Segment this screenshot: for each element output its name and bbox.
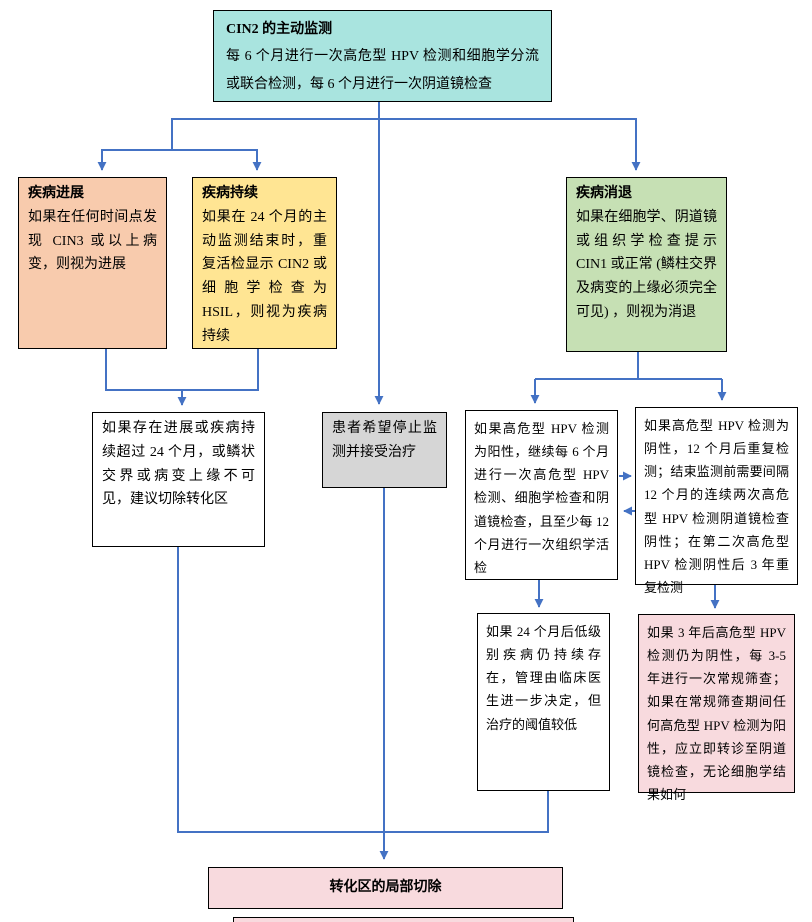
node-title: 转化区的局部切除 <box>329 880 442 896</box>
node-body: 如果 3 年后高危型 HPV 检测仍为阴性，每 3-5 年进行一次常规筛查；如果… <box>647 625 786 802</box>
node-disease-regression: 疾病消退 如果在细胞学、阴道镜或组织学检查提示 CIN1 或正常 (鳞柱交界及病… <box>566 177 727 352</box>
node-body: 如果高危型 HPV 检测为阴性，12 个月后重复检测；结束监测前需要间隔 12 … <box>644 418 789 595</box>
node-disease-persistence: 疾病持续 如果在 24 个月的主动监测结束时，重复活检显示 CIN2 或细胞学检… <box>192 177 337 349</box>
node-title: CIN2 的主动监测 <box>226 22 333 37</box>
node-title: 疾病消退 <box>576 186 632 201</box>
node-body: 如果存在进展或疾病持续超过 24 个月，或鳞状交界或病变上缘不可见，建议切除转化… <box>102 421 255 508</box>
node-body: 如果在 24 个月的主动监测结束时，重复活检显示 CIN2 或细胞学检查为 HS… <box>202 209 327 344</box>
node-body: 患者希望停止监测并接受治疗 <box>332 421 437 460</box>
node-body: 如果在任何时间点发现 CIN3 或以上病变，则视为进展 <box>28 209 157 273</box>
node-body: 如果高危型 HPV 检测为阳性，继续每 6 个月进行一次高危型 HPV 检测、细… <box>474 421 609 575</box>
node-hpv-negative-pathway: 如果高危型 HPV 检测为阴性，12 个月后重复检测；结束监测前需要间隔 12 … <box>635 407 798 595</box>
node-routine-screening: 如果 3 年后高危型 HPV 检测仍为阴性，每 3-5 年进行一次常规筛查；如果… <box>638 614 795 802</box>
node-excision-advice: 如果存在进展或疾病持续超过 24 个月，或鳞状交界或病变上缘不可见，建议切除转化… <box>92 412 265 547</box>
node-hpv-positive-pathway: 如果高危型 HPV 检测为阳性，继续每 6 个月进行一次高危型 HPV 检测、细… <box>465 410 618 580</box>
node-body: 每 6 个月进行一次高危型 HPV 检测和细胞学分流或联合检测，每 6 个月进行… <box>226 49 539 92</box>
node-disease-progression: 疾病进展 如果在任何时间点发现 CIN3 或以上病变，则视为进展 <box>18 177 167 349</box>
node-partial-cutoff-box <box>233 917 574 922</box>
node-stop-monitoring-treat: 患者希望停止监测并接受治疗 <box>322 412 447 488</box>
node-body: 如果 24 个月后低级别疾病仍持续存在，管理由临床医生进一步决定，但治疗的阈值较… <box>486 624 601 732</box>
node-low-grade-persistence: 如果 24 个月后低级别疾病仍持续存在，管理由临床医生进一步决定，但治疗的阈值较… <box>477 613 610 791</box>
node-title: 疾病持续 <box>202 186 258 201</box>
node-cin2-active-surveillance: CIN2 的主动监测 每 6 个月进行一次高危型 HPV 检测和细胞学分流或联合… <box>213 10 552 102</box>
node-final-excision: 转化区的局部切除 <box>208 867 563 909</box>
node-title: 疾病进展 <box>28 186 84 201</box>
node-body: 如果在细胞学、阴道镜或组织学检查提示 CIN1 或正常 (鳞柱交界及病变的上缘必… <box>576 209 717 320</box>
